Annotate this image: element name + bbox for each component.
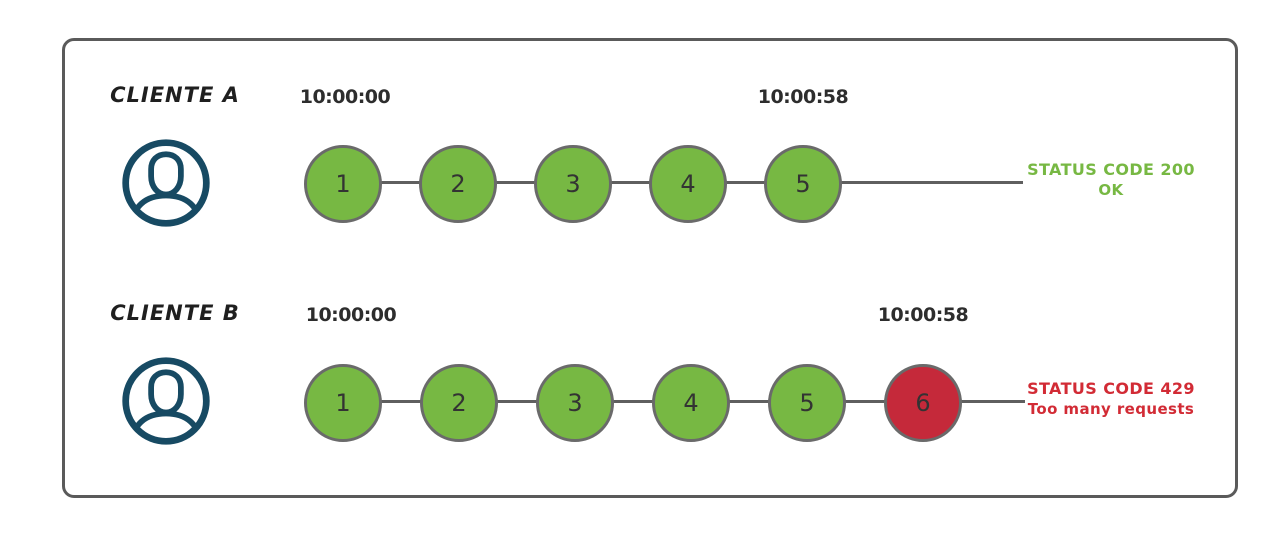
request-circle-3: 3 [536, 364, 614, 442]
request-circle-5: 5 [764, 145, 842, 223]
row-b-end-timestamp: 10:00:58 [877, 304, 969, 326]
user-icon [118, 135, 214, 231]
status-code-200-text: STATUS CODE 200 [1027, 160, 1195, 179]
request-circle-6: 6 [884, 364, 962, 442]
row-a-status-message: STATUS CODE 200 OK [1011, 159, 1211, 201]
client-b-label: CLIENTE B [110, 301, 240, 325]
request-circle-3: 3 [534, 145, 612, 223]
status-ok-text: OK [1098, 181, 1124, 199]
client-a-label: CLIENTE A [110, 83, 240, 107]
request-circle-1: 1 [304, 145, 382, 223]
row-b-status-message: STATUS CODE 429 Too many requests [1011, 378, 1211, 420]
request-circle-5: 5 [768, 364, 846, 442]
row-b-start-timestamp: 10:00:00 [305, 304, 397, 326]
user-icon [118, 353, 214, 449]
request-circle-2: 2 [420, 364, 498, 442]
request-circle-4: 4 [652, 364, 730, 442]
status-code-429-text: STATUS CODE 429 [1027, 379, 1195, 398]
request-circle-1: 1 [304, 364, 382, 442]
request-circle-2: 2 [419, 145, 497, 223]
too-many-requests-text: Too many requests [1027, 400, 1195, 418]
row-a-start-timestamp: 10:00:00 [299, 86, 391, 108]
request-circle-4: 4 [649, 145, 727, 223]
row-a-end-timestamp: 10:00:58 [757, 86, 849, 108]
